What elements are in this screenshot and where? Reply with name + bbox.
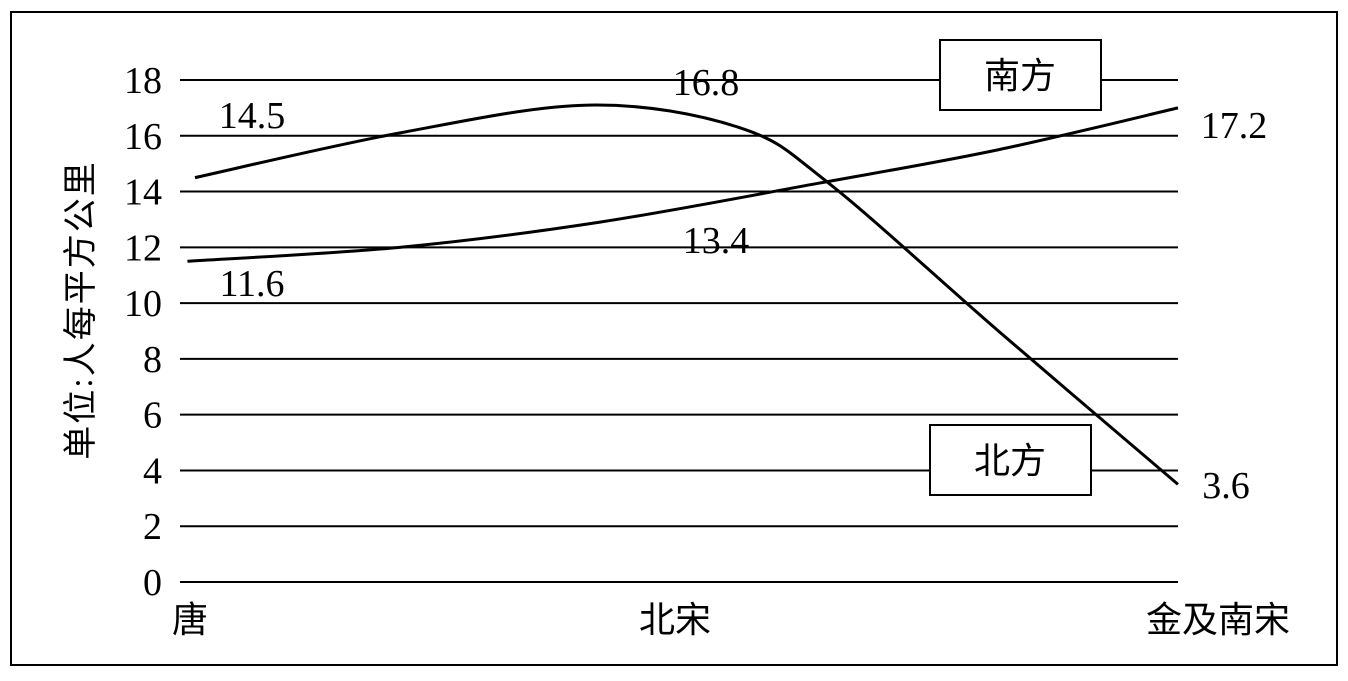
- value-label: 14.5: [219, 95, 286, 137]
- value-label: 17.2: [1201, 105, 1268, 147]
- x-tick-labels: 唐 北宋 金及南宋: [172, 600, 1290, 640]
- value-label: 3.6: [1202, 465, 1250, 507]
- chart-frame: [10, 11, 1338, 666]
- y-tick-label: 18: [124, 60, 162, 102]
- series-line-south: [187, 106, 1179, 263]
- legend-south-label: 南方: [984, 56, 1056, 96]
- legend-south: 南方: [939, 39, 1102, 111]
- series-line-north: [194, 103, 1179, 486]
- y-tick-label: 6: [143, 395, 162, 437]
- value-labels: 14.5 16.8 3.6 11.6 13.4 17.2: [219, 62, 1268, 507]
- y-tick-label: 8: [143, 339, 162, 381]
- value-label: 16.8: [673, 62, 740, 104]
- y-tick-label: 14: [124, 172, 162, 214]
- y-axis-label: 单位:人每平方公里: [62, 160, 100, 459]
- x-tick-label: 北宋: [639, 600, 711, 640]
- y-tick-labels: 0 2 4 6 8 10 12 14 16 18: [124, 60, 162, 604]
- legend-north-label: 北方: [974, 441, 1046, 481]
- legend-north-box: [929, 424, 1092, 496]
- x-tick-label: 唐: [172, 600, 208, 640]
- y-tick-label: 4: [143, 450, 162, 492]
- value-label: 11.6: [219, 263, 284, 305]
- y-tick-label: 2: [143, 506, 162, 548]
- series-lines: [187, 103, 1179, 486]
- y-tick-label: 16: [124, 116, 162, 158]
- legend-south-box: [939, 39, 1102, 111]
- y-tick-label: 12: [124, 227, 162, 269]
- gridlines: [180, 79, 1178, 583]
- y-tick-label: 0: [143, 562, 162, 604]
- value-label: 13.4: [683, 220, 750, 262]
- x-tick-label: 金及南宋: [1146, 600, 1290, 640]
- legend-north: 北方: [929, 424, 1092, 496]
- y-tick-label: 10: [124, 283, 162, 325]
